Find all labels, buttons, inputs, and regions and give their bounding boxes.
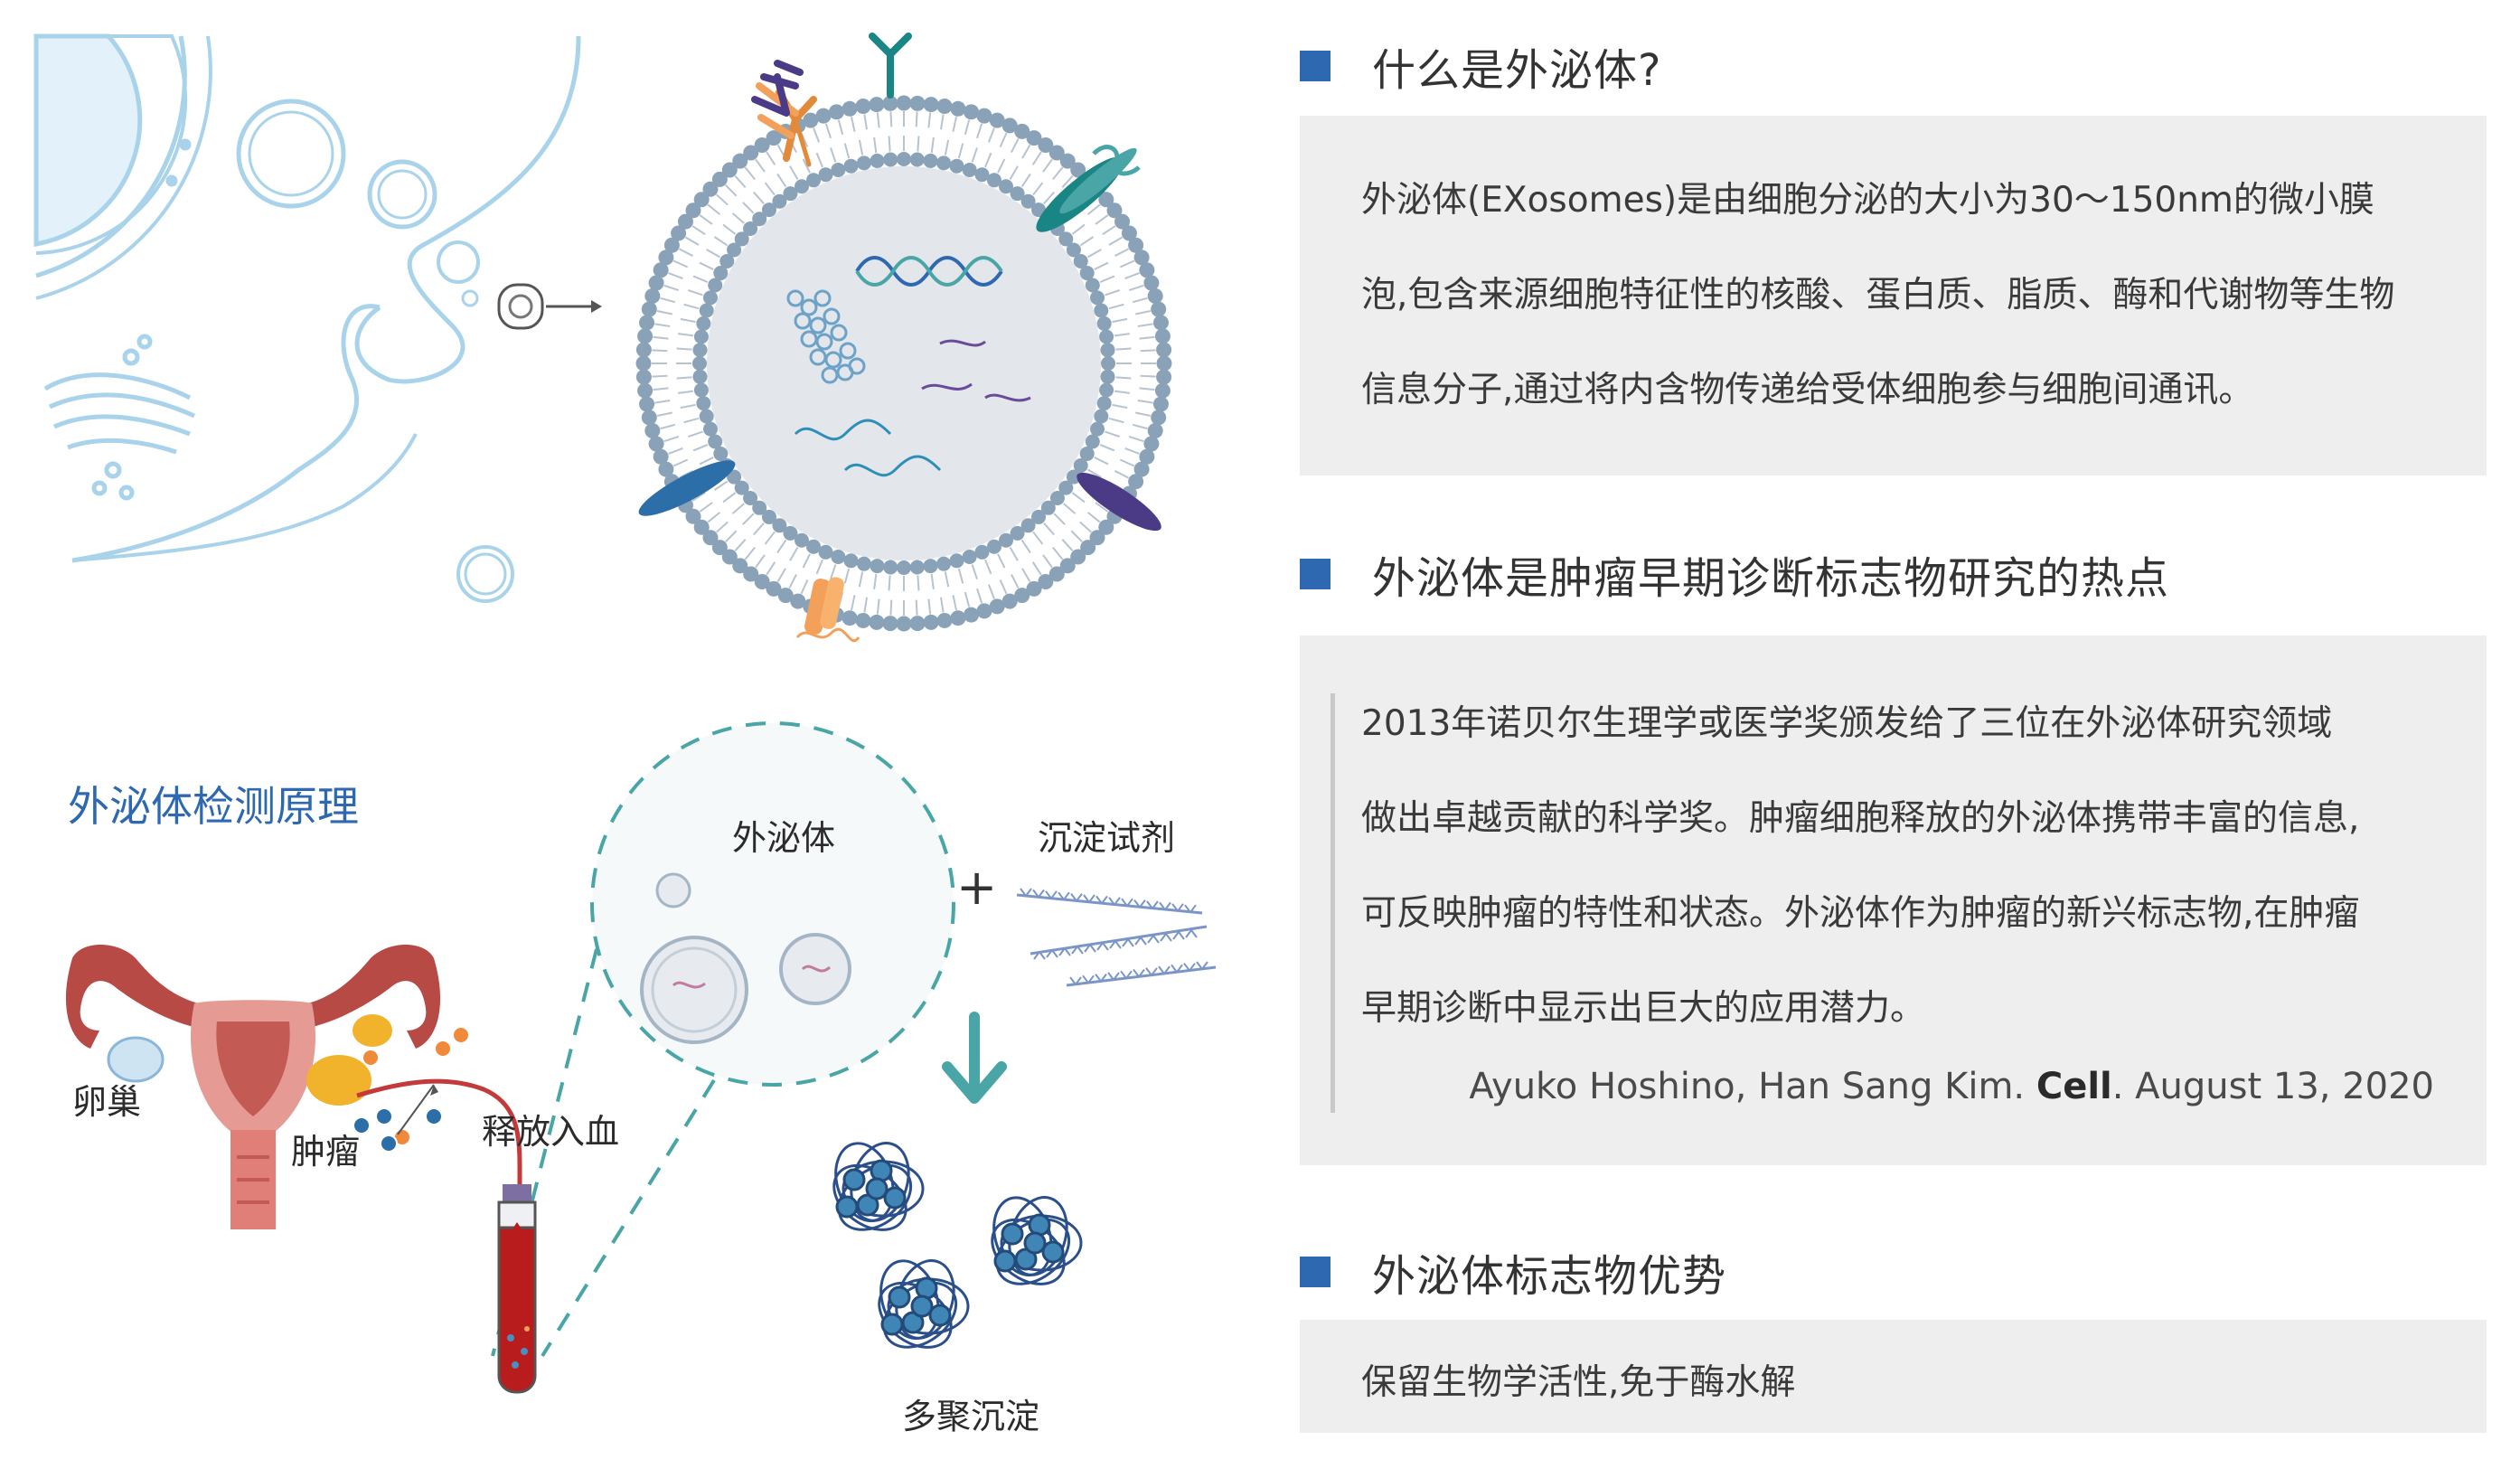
down-arrow-icon xyxy=(942,1012,1007,1104)
exosome-illustration: 外泌体检测原理 + xyxy=(33,33,1217,1436)
heading-text: 外泌体标志物优势 xyxy=(1372,1251,1727,1302)
info-panel: 外泌体(EXosomes)是由细胞分泌的大小为30～150nm的微小膜 泡,包含… xyxy=(1300,116,2487,475)
heading-text: 外泌体是肿瘤早期诊断标志物研究的热点 xyxy=(1372,553,2170,604)
secreting-cell xyxy=(33,33,581,603)
section-heading: 外泌体是肿瘤早期诊断标志物研究的热点 xyxy=(1300,542,2169,606)
tumor xyxy=(306,1014,392,1106)
citation-authors: Ayuko Hoshino, Han Sang Kim. xyxy=(1469,1066,2036,1107)
section-title: 外泌体检测原理 xyxy=(68,782,359,831)
panel-line: 外泌体(EXosomes)是由细胞分泌的大小为30～150nm的微小膜 xyxy=(1361,180,2374,221)
info-panel: 2013年诺贝尔生理学或医学奖颁发给了三位在外泌体研究领域 做出卓越贡献的科学奖… xyxy=(1300,635,2487,1165)
citation: Ayuko Hoshino, Han Sang Kim. Cell. Augus… xyxy=(1469,1066,2434,1107)
panel-line: 做出卓越贡献的科学奖。肿瘤细胞释放的外泌体携带丰富的信息, xyxy=(1361,798,2360,839)
panel-line: 早期诊断中显示出巨大的应用潜力。 xyxy=(1361,988,1926,1029)
uterus xyxy=(65,945,441,1229)
citation-date: . August 13, 2020 xyxy=(2111,1066,2434,1107)
panel-line: 保留生物学活性,免于酶水解 xyxy=(1361,1362,1796,1403)
label-polymer: 多聚沉淀 xyxy=(902,1397,1039,1436)
quote-bar xyxy=(1331,693,1335,1113)
exosome-cross-section xyxy=(635,33,1172,643)
label-tumor: 肿瘤 xyxy=(291,1132,360,1172)
released-exosome xyxy=(497,283,602,330)
reagent-chains xyxy=(1016,893,1217,987)
plus-sign: + xyxy=(956,859,997,916)
panel-line: 泡,包含来源细胞特征性的核酸、蛋白质、脂质、酶和代谢物等生物 xyxy=(1361,275,2395,315)
panel-line: 信息分子,通过将内含物传递给受体细胞参与细胞间通讯。 xyxy=(1361,370,2254,410)
panel-line: 可反映肿瘤的特性和状态。外泌体作为肿瘤的新兴标志物,在肿瘤 xyxy=(1361,893,2360,934)
blue-square-icon xyxy=(1300,51,1331,81)
label-reagent: 沉淀试剂 xyxy=(1038,818,1175,858)
citation-journal: Cell xyxy=(2036,1066,2112,1107)
panel-line: 2013年诺贝尔生理学或医学奖颁发给了三位在外泌体研究领域 xyxy=(1361,703,2333,744)
blood-tube xyxy=(497,1184,537,1394)
blue-square-icon xyxy=(1300,1257,1331,1287)
polymer-precipitate xyxy=(832,1142,1083,1349)
zoom-circle xyxy=(590,721,955,1087)
heading-text: 什么是外泌体? xyxy=(1372,45,1662,96)
info-panel: 保留生物学活性,免于酶水解 xyxy=(1300,1320,2487,1433)
label-release: 释放入血 xyxy=(482,1112,619,1152)
label-ovary: 卵巢 xyxy=(72,1082,141,1122)
label-exosome: 外泌体 xyxy=(732,818,835,858)
blue-square-icon xyxy=(1300,559,1331,589)
section-heading: 什么是外泌体? xyxy=(1300,34,1661,98)
ovary xyxy=(107,1036,165,1083)
section-heading: 外泌体标志物优势 xyxy=(1300,1240,1726,1304)
